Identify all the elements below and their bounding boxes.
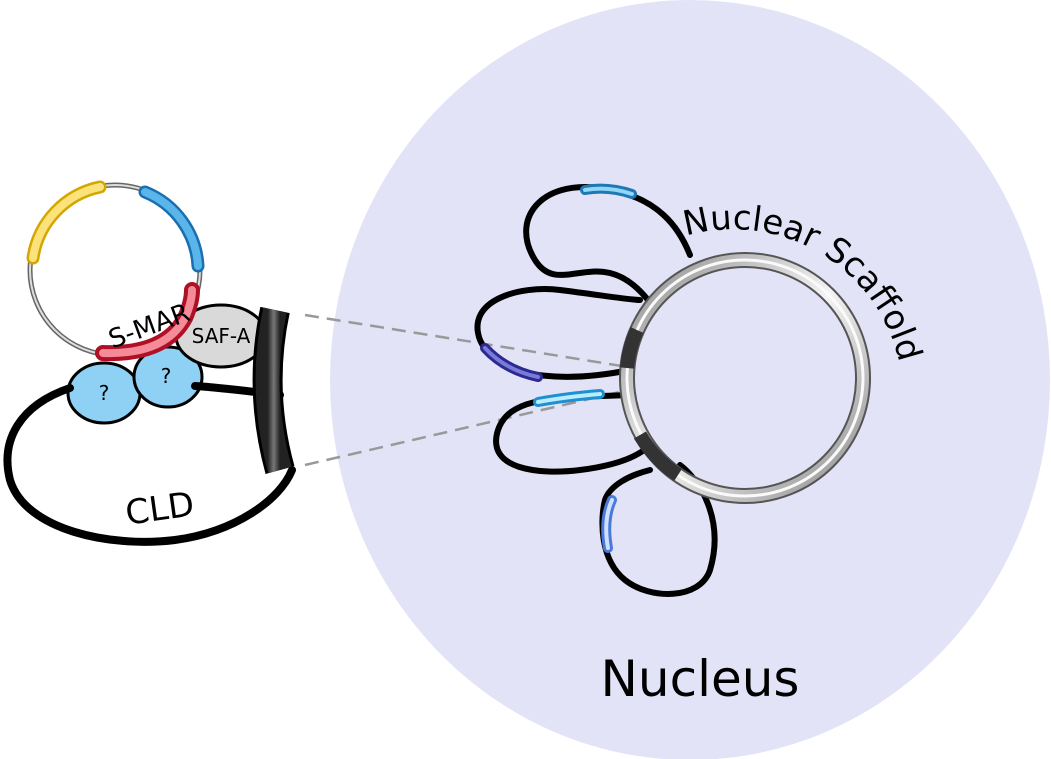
cld-label: CLD (123, 484, 197, 533)
svg-text:?: ? (99, 381, 110, 405)
unknown-protein-1: ? (66, 361, 142, 425)
unknown-protein-2: ? (132, 345, 204, 409)
scaffold-anchor-lower (633, 431, 682, 481)
svg-text:?: ? (161, 364, 172, 388)
loop-bottom (599, 462, 718, 597)
loop-top (523, 183, 693, 303)
svg-text:SAF-A: SAF-A (192, 324, 251, 348)
scaffold-anchor-left (620, 327, 644, 369)
loop-genes (480, 183, 637, 553)
nuclear-scaffold-ring (619, 252, 871, 504)
loop-upper-left (474, 286, 643, 380)
zoom-lines (304, 313, 629, 467)
nucleus-label: Nucleus (601, 650, 800, 708)
nucleus-body (330, 0, 1050, 759)
